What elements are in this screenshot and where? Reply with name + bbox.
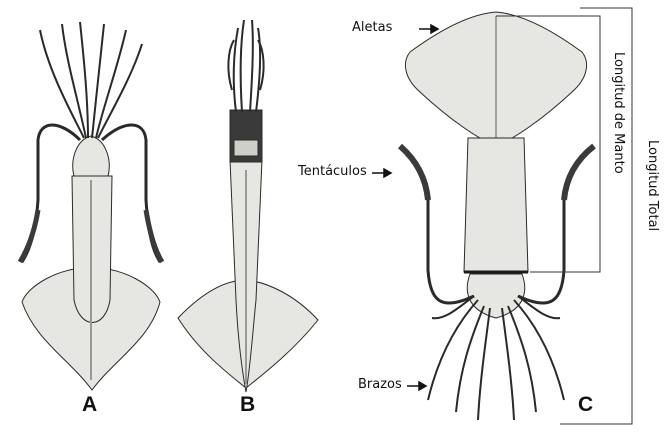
mantle-length-label: Longitud de Manto [611, 52, 626, 174]
fins-label: Aletas [352, 20, 392, 35]
squid-c-mantle [464, 138, 528, 272]
squid-c-head [467, 274, 524, 318]
tentacles-label: Tentáculos [298, 164, 367, 179]
total-length-label: Longitud Total [645, 140, 660, 231]
panel-letter-c: C [578, 393, 593, 417]
squid-b-arms [228, 20, 263, 112]
squid-c-tentacle-right [518, 150, 590, 303]
squid-a-illustration [20, 22, 162, 390]
panel-letter-b: B [240, 393, 255, 417]
squid-a-arms [40, 22, 142, 138]
squid-c-illustration [400, 12, 594, 420]
squid-c-tentacle-left [404, 150, 474, 303]
arms-label: Brazos [358, 377, 402, 392]
panel-letter-a: A [82, 393, 97, 417]
squid-a-head [73, 136, 109, 176]
squid-b-illustration [178, 20, 318, 392]
